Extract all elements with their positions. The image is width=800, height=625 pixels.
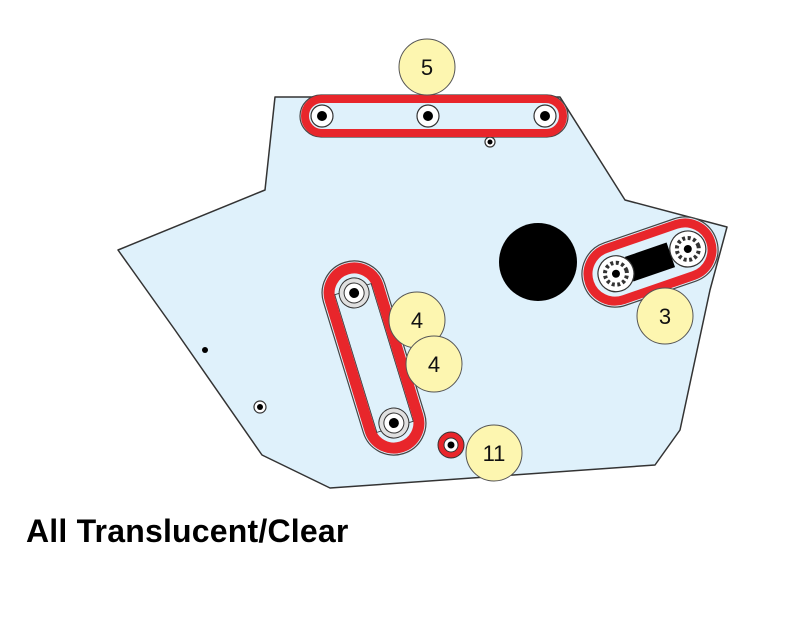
- small-red-roller: [437, 431, 465, 459]
- right-pulley-left: [597, 255, 635, 293]
- top-roller-left: [310, 104, 334, 128]
- panel-dot: [202, 347, 208, 353]
- top-belt: [301, 95, 567, 137]
- top-roller-middle: [416, 104, 440, 128]
- large-black-hole: [499, 223, 577, 301]
- svg-text:3: 3: [659, 304, 671, 329]
- left-belt: [323, 262, 425, 454]
- callout-small-roller: 11: [465, 424, 523, 482]
- right-pulley-right: [669, 230, 707, 268]
- svg-text:4: 4: [411, 308, 423, 333]
- left-belt-housing: [321, 260, 427, 456]
- top-belt-assembly: [299, 94, 569, 138]
- panel-hole: [257, 404, 263, 410]
- right-belt-assembly: [581, 216, 719, 308]
- left-belt-assembly: [321, 260, 427, 456]
- callout-left-belt-lower: 4: [405, 335, 463, 393]
- svg-text:5: 5: [421, 55, 433, 80]
- panel-hole: [487, 139, 493, 145]
- left-roller-top: [338, 277, 370, 309]
- right-belt: [583, 218, 717, 306]
- svg-text:11: 11: [483, 441, 506, 466]
- top-roller-right: [533, 104, 557, 128]
- left-roller-bottom: [378, 407, 410, 439]
- diagram-caption: All Translucent/Clear: [26, 513, 349, 549]
- svg-text:4: 4: [428, 352, 440, 377]
- callout-top-belt: 5: [398, 38, 456, 96]
- callout-right-belt: 3: [636, 287, 694, 345]
